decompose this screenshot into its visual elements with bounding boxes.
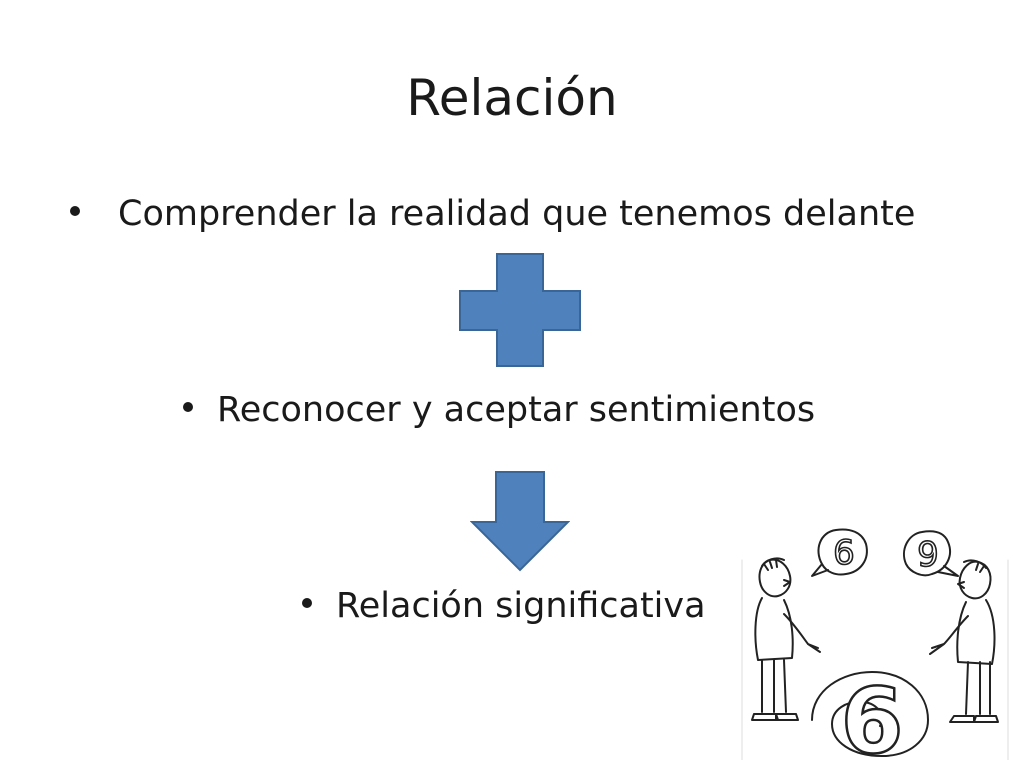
- left-speech-bubble: [811, 528, 868, 577]
- bullet-item-1: Comprender la realidad que tenemos delan…: [70, 192, 915, 236]
- plus-icon: [459, 253, 581, 367]
- cartoon-illustration: 6 9 6: [741, 528, 1009, 760]
- bullet-dot: [70, 206, 80, 216]
- bullet-text: Comprender la realidad que tenemos delan…: [118, 194, 916, 234]
- bullet-item-2: Reconocer y aceptar sentimientos: [183, 388, 815, 432]
- bullet-item-3: Relación significativa: [302, 584, 706, 628]
- bullet-dot: [302, 598, 312, 608]
- arrow-down-icon: [470, 471, 570, 572]
- bullet-text: Relación significativa: [336, 586, 706, 626]
- slide-title: Relación: [406, 69, 618, 127]
- right-bubble-number: 9: [917, 535, 939, 575]
- left-bubble-number: 6: [833, 533, 855, 573]
- floor-numeral: 6: [841, 669, 904, 760]
- left-person-figure: [751, 557, 821, 721]
- bullet-dot: [183, 402, 193, 412]
- floor-numeral-outline: [811, 671, 929, 757]
- right-person-figure: [929, 559, 999, 723]
- bullet-text: Reconocer y aceptar sentimientos: [217, 390, 816, 430]
- right-speech-bubble: [903, 530, 959, 577]
